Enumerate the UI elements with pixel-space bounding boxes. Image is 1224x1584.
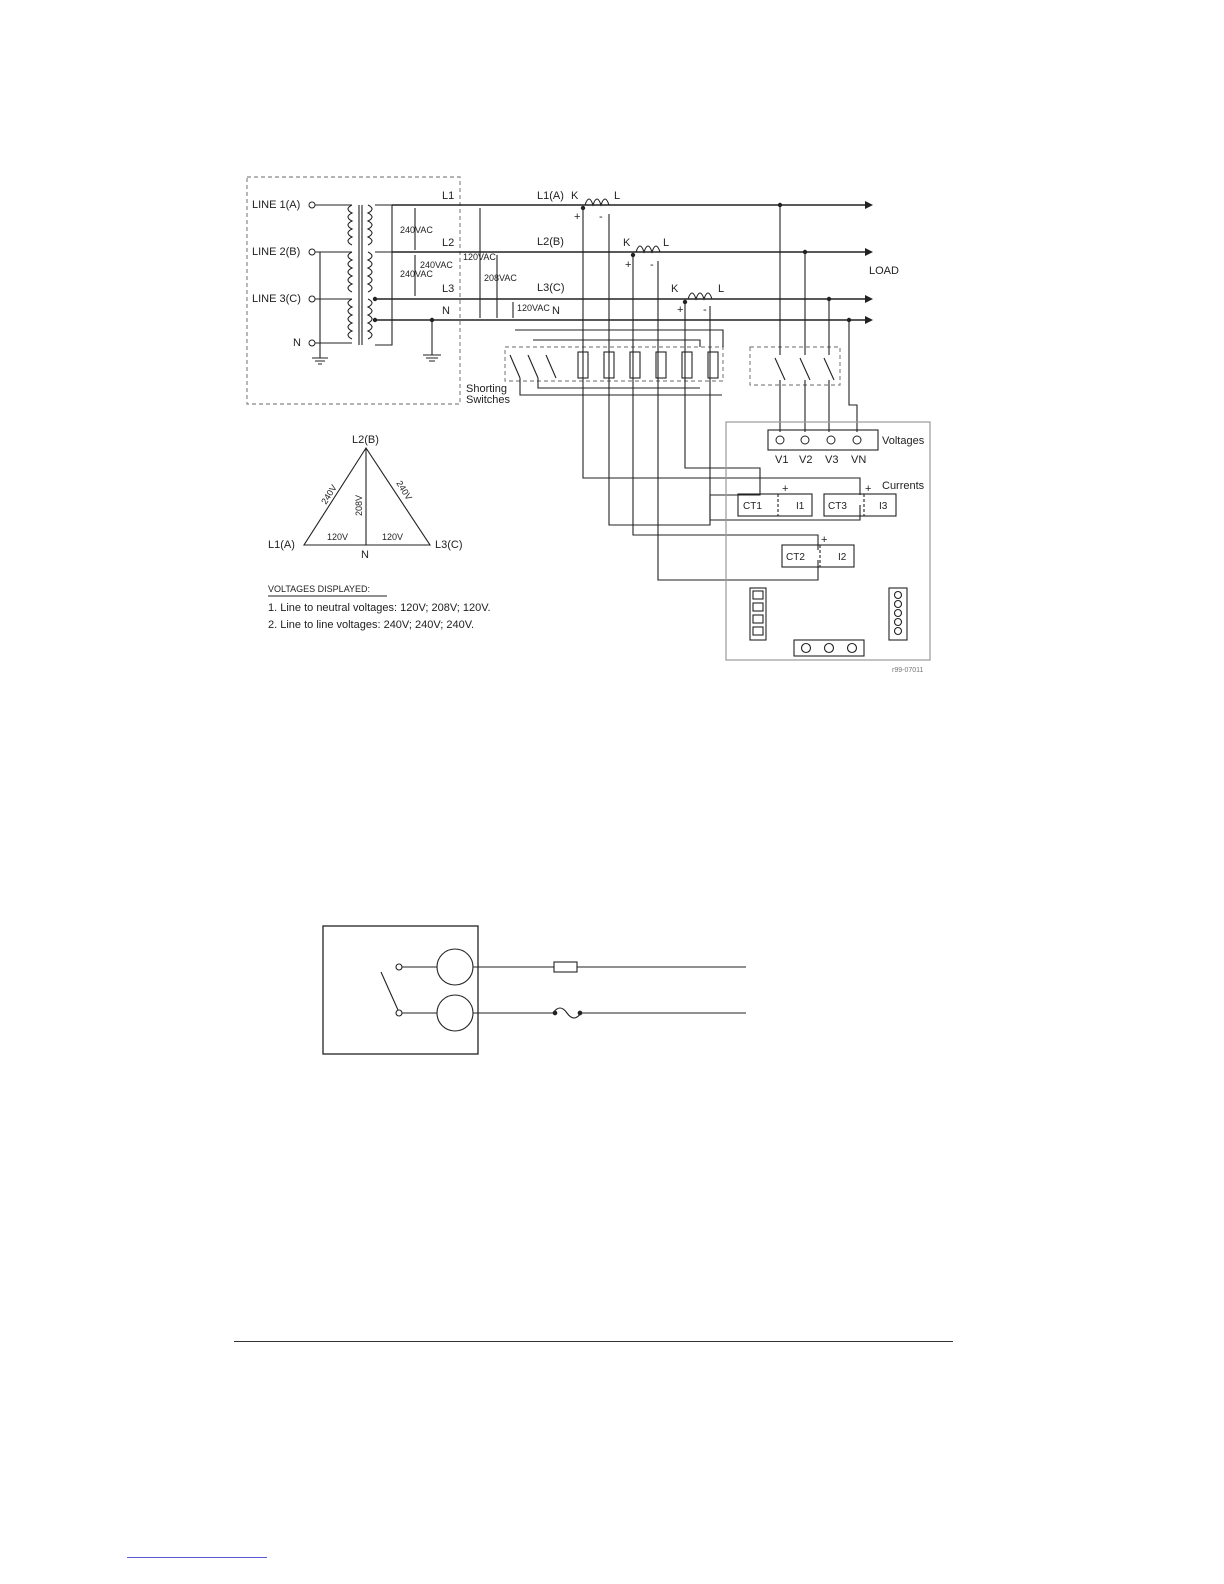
primary-wiring xyxy=(312,204,340,365)
v1-label: V1 xyxy=(775,454,788,466)
meter-outline xyxy=(725,421,931,661)
tap-n-label: N xyxy=(442,305,450,317)
footnote-rule xyxy=(127,1557,267,1558)
voltage-240-top: 240VAC xyxy=(400,225,433,235)
neutral-input-label: N xyxy=(293,337,301,349)
shorting-switch-block xyxy=(504,346,724,382)
triangle-side-right: 240V xyxy=(394,479,414,502)
line-conductors xyxy=(375,204,865,321)
relay-circuit xyxy=(380,948,746,1032)
ct2-plus: + xyxy=(821,534,827,546)
v3-label: V3 xyxy=(825,454,838,466)
junction-dots xyxy=(372,202,852,323)
ct3-plus: + xyxy=(865,483,871,495)
i2-label: I2 xyxy=(838,552,847,563)
triangle-right-label: L3(C) xyxy=(435,539,463,551)
voltages-label: Voltages xyxy=(882,435,925,447)
line3-input-label: LINE 3(C) xyxy=(252,293,301,305)
svg-text:-: - xyxy=(650,259,654,271)
triangle-base-left: 120V xyxy=(327,532,348,542)
relay-box xyxy=(322,925,479,1055)
page-footer-rule xyxy=(234,1341,953,1342)
svg-text:-: - xyxy=(599,211,603,223)
triangle-left-label: L1(A) xyxy=(268,539,295,551)
tap-l2-label: L2 xyxy=(442,237,454,249)
line-arrowheads xyxy=(865,201,873,324)
load-label: LOAD xyxy=(869,265,899,277)
svg-text:K: K xyxy=(571,190,579,202)
svg-text:L: L xyxy=(718,283,724,295)
ct3-marks: K L + - xyxy=(671,283,724,316)
voltage-terminal-block xyxy=(767,429,879,451)
svg-text:K: K xyxy=(623,237,631,249)
i3-label: I3 xyxy=(879,501,888,512)
transformer-coils xyxy=(340,204,373,345)
voltage-240-mid: 240VAC xyxy=(420,260,453,270)
v2-label: V2 xyxy=(799,454,812,466)
vn-label: VN xyxy=(851,454,866,466)
notes-line-1: 1. Line to neutral voltages: 120V; 208V;… xyxy=(268,602,491,614)
svg-text:-: - xyxy=(703,304,707,316)
voltage-208: 208VAC xyxy=(484,273,517,283)
line-l3c-label: L3(C) xyxy=(537,282,565,294)
line1-input-label: LINE 1(A) xyxy=(252,199,300,211)
notes-line-2: 2. Line to line voltages: 240V; 240V; 24… xyxy=(268,619,474,631)
voltage-disconnect-block xyxy=(749,346,841,386)
ct2-marks: K L + - xyxy=(623,237,669,271)
ct1-marks: K L + - xyxy=(571,190,620,223)
currents-label: Currents xyxy=(882,480,925,492)
ct2-label: CT2 xyxy=(786,552,805,563)
line2-input-label: LINE 2(B) xyxy=(252,246,300,258)
triangle-bottom-label: N xyxy=(361,549,369,561)
line-l2b-label: L2(B) xyxy=(537,236,564,248)
notes-heading: VOLTAGES DISPLAYED: xyxy=(268,584,370,594)
voltage-240-bot: 240VAC xyxy=(400,269,433,279)
transformer-enclosure xyxy=(246,176,461,405)
primary-terminals xyxy=(308,201,316,347)
svg-text:+: + xyxy=(677,304,683,316)
voltage-terminals xyxy=(775,435,862,445)
shorting-label-2: Switches xyxy=(466,394,511,406)
triangle-base-right: 120V xyxy=(382,532,403,542)
phasor-triangle xyxy=(302,446,432,546)
tap-l1-label: L1 xyxy=(442,190,454,202)
ct3-label: CT3 xyxy=(828,501,847,512)
diagram-code: r99-07011 xyxy=(892,667,924,674)
ct1-label: CT1 xyxy=(743,501,762,512)
ct1-plus: + xyxy=(782,483,788,495)
svg-text:L: L xyxy=(614,190,620,202)
line-l1a-label: L1(A) xyxy=(537,190,564,202)
svg-text:L: L xyxy=(663,237,669,249)
current-input-boxes xyxy=(737,493,897,568)
voltage-disconnects xyxy=(774,205,858,432)
svg-text:+: + xyxy=(625,259,631,271)
svg-text:+: + xyxy=(574,211,580,223)
tap-l3-label: L3 xyxy=(442,283,454,295)
ct-coils xyxy=(584,198,713,301)
i1-label: I1 xyxy=(796,501,805,512)
triangle-middle: 208V xyxy=(354,495,364,516)
voltage-120-n: 120VAC xyxy=(517,303,550,313)
meter-connectors xyxy=(749,587,908,657)
triangle-top-label: L2(B) xyxy=(352,434,379,446)
shorting-label-1: Shorting xyxy=(466,383,507,395)
shorting-switch-contacts xyxy=(509,351,719,379)
svg-text:K: K xyxy=(671,283,679,295)
line-n-label: N xyxy=(552,305,560,317)
fuse-squiggle xyxy=(552,1007,582,1019)
ct-secondary-wiring xyxy=(515,208,861,581)
